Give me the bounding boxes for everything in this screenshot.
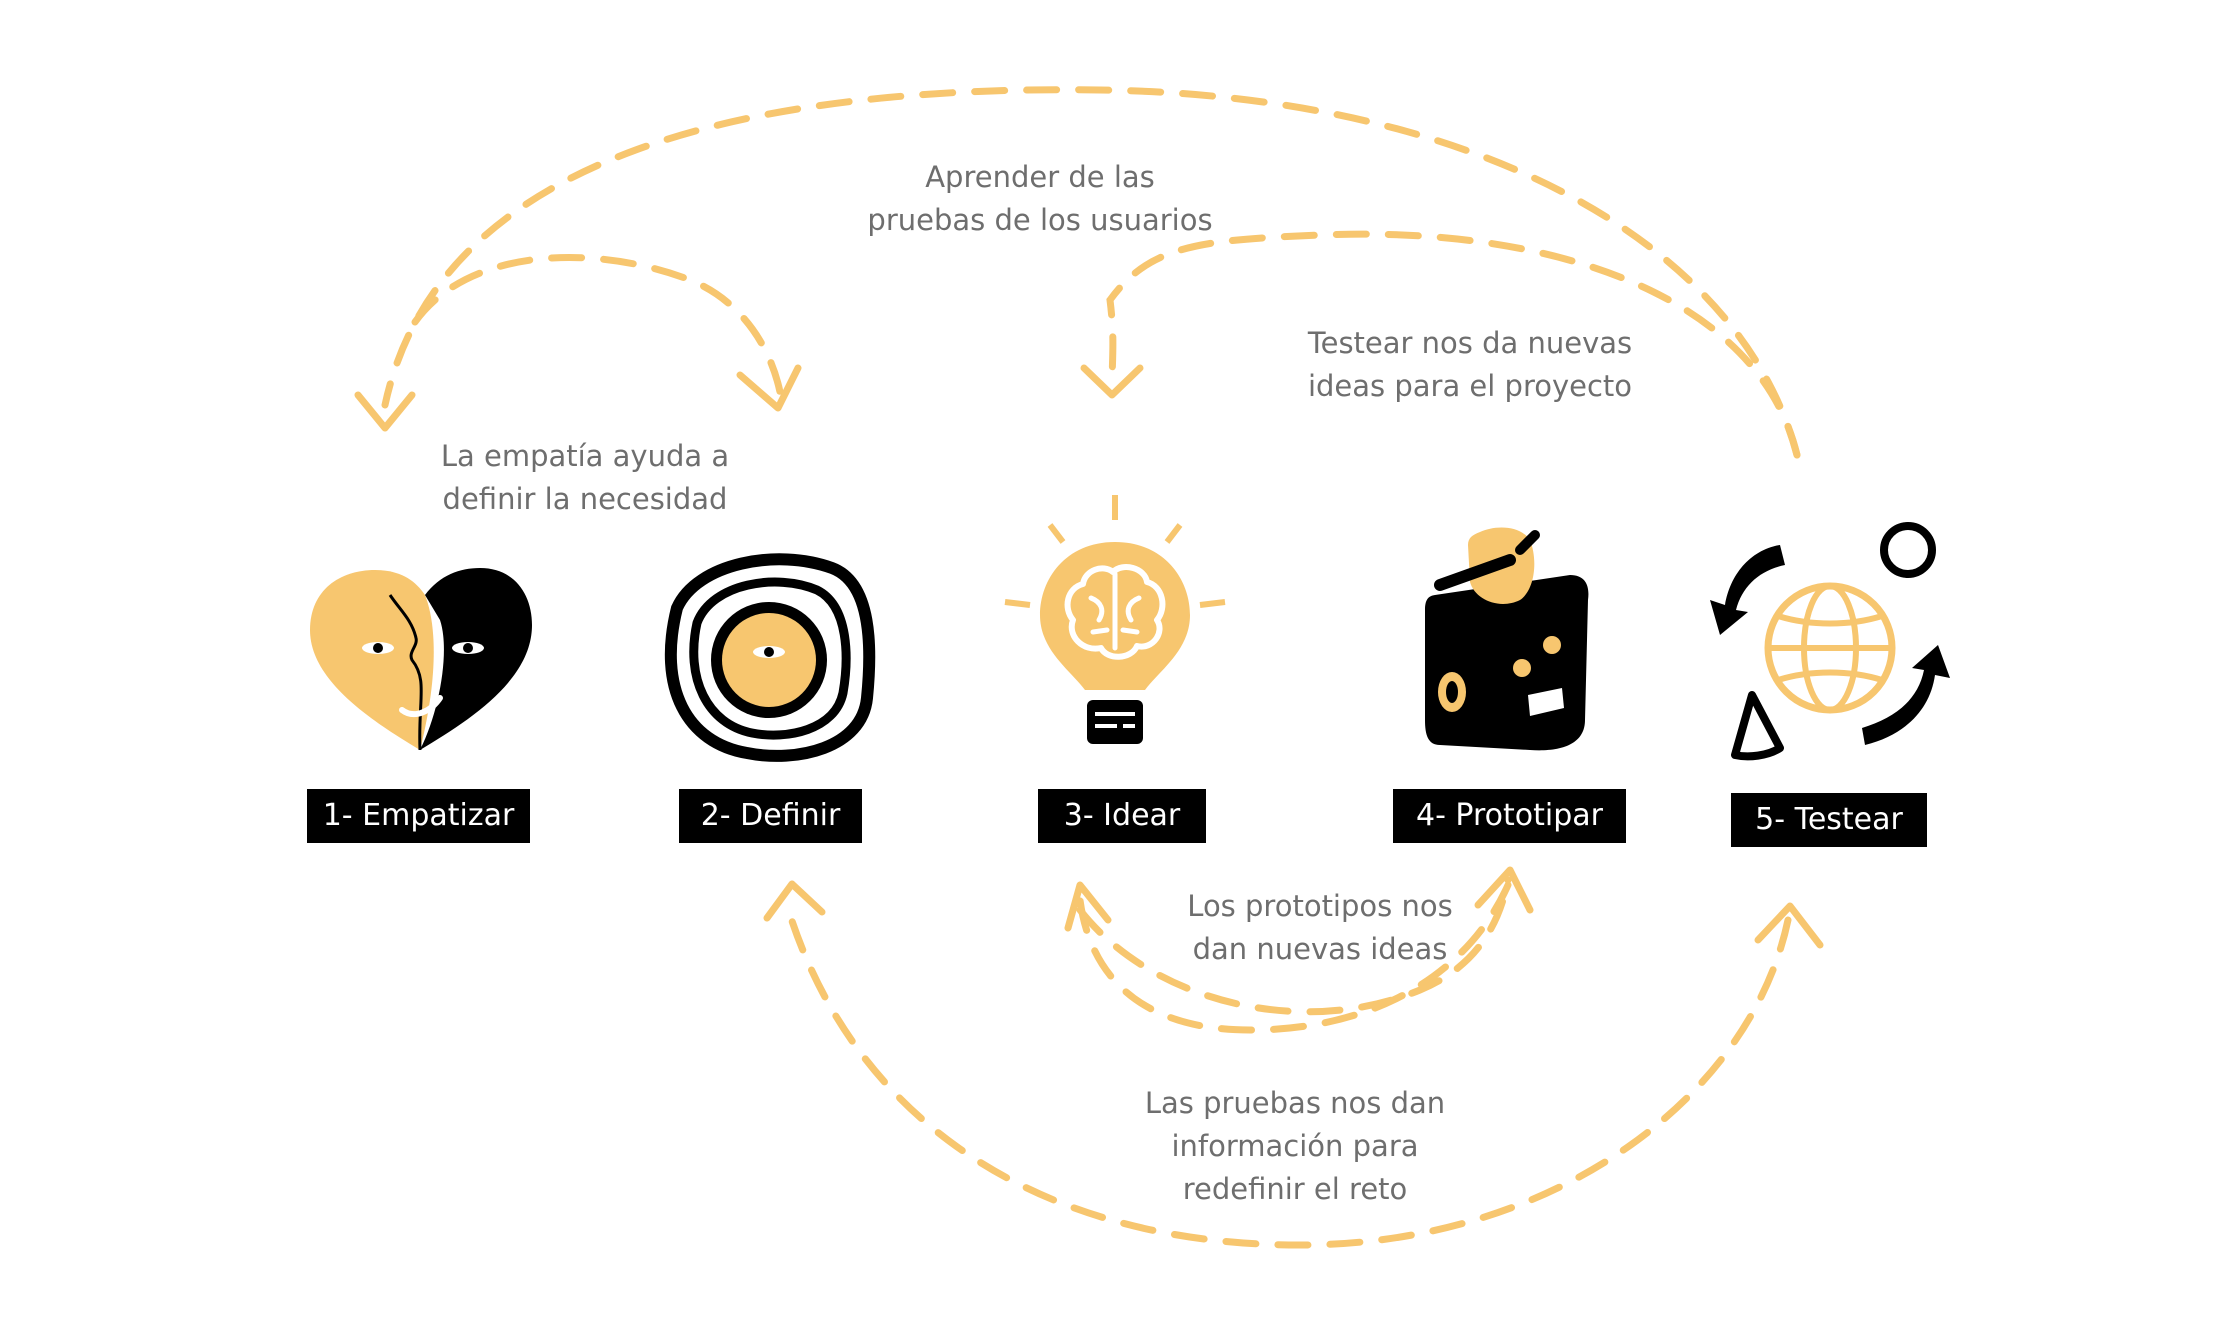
stage-label-idear: 3- Idear [1038, 789, 1206, 843]
arrow-test-to-define [763, 880, 1792, 1249]
note-tests-redefine: Las pruebas nos dan información para red… [1090, 1082, 1500, 1211]
arrow-prototype-to-ideate [1064, 881, 1512, 1034]
arrow-test-up-head [1754, 902, 1824, 949]
robot-block-icon [1425, 527, 1589, 751]
note-line: ideas para el proyecto [1307, 369, 1633, 403]
note-line: Aprender de las [925, 160, 1155, 194]
stage-label-definir: 2- Definir [679, 789, 862, 843]
stage-label-prototipar: 4- Prototipar [1393, 789, 1626, 843]
arrow-ideate-to-prototype [1076, 866, 1534, 1016]
globe-cycle-icon [1710, 522, 1950, 761]
lightbulb-brain-icon [1004, 495, 1226, 744]
note-line: La empatía ayuda a [440, 439, 730, 473]
note-line: definir la necesidad [442, 482, 728, 516]
heart-faces-icon [310, 568, 532, 751]
arrow-empathize-to-define [411, 254, 802, 412]
note-line: Los prototipos nos [1187, 889, 1453, 923]
target-eye-icon [664, 553, 876, 762]
note-line: dan nuevas ideas [1192, 932, 1448, 966]
note-line: Testear nos da nuevas [1307, 326, 1633, 360]
stage-label-testear: 5- Testear [1731, 793, 1927, 847]
note-prototypes-new-ideas: Los prototipos nos dan nuevas ideas [1120, 885, 1520, 971]
stage-label-empatizar: 1- Empatizar [307, 789, 530, 843]
note-empathy-defines: La empatía ayuda a definir la necesidad [365, 435, 805, 521]
note-line: Las pruebas nos dan [1144, 1086, 1446, 1120]
note-line: información para [1171, 1129, 1419, 1163]
note-line: redefinir el reto [1182, 1172, 1408, 1206]
note-line: pruebas de los usuarios [867, 203, 1213, 237]
arrow-test-to-ideate [1080, 230, 1801, 459]
arrow-test-to-empathize [354, 86, 1801, 459]
note-testing-new-ideas: Testear nos da nuevas ideas para el proy… [1230, 322, 1710, 408]
note-learn-from-tests: Aprender de las pruebas de los usuarios [780, 156, 1300, 242]
